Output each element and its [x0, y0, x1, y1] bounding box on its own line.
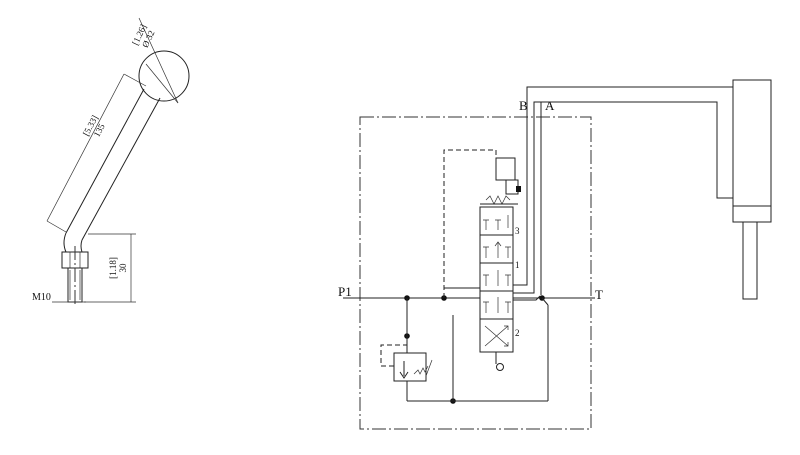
lever-handle-drawing: [1.26] Ø 32 [5.33] 135 [1.18] 30 M10 [32, 17, 190, 306]
port-a-label: A [545, 98, 555, 113]
dim-height-inch: [1.18] [108, 257, 118, 279]
port-b-label: B [519, 98, 528, 113]
valve-lever-knob [496, 363, 504, 371]
dim-height-mm: 30 [118, 263, 128, 273]
hydraulic-schematic: P1 T B A [338, 79, 772, 430]
lever-bend [63, 232, 67, 253]
relief-valve [393, 352, 427, 382]
pilot-line [443, 149, 497, 298]
port-t-label: T [595, 287, 603, 302]
line-b [513, 86, 733, 286]
spool-position-3: 3 [515, 226, 520, 236]
port-p1-label: P1 [338, 284, 352, 299]
valve-enclosure [359, 116, 592, 430]
lever-knob [138, 50, 190, 102]
directional-valve: 3 1 2 [479, 157, 521, 371]
line-a [513, 101, 733, 294]
lever-rod-edge-right [81, 97, 161, 241]
spool-position-1: 1 [515, 260, 520, 270]
hydraulic-cylinder [732, 79, 772, 300]
thread-label: M10 [32, 292, 51, 303]
lever-bend-inner [80, 239, 83, 253]
lever-rod-edge-left [65, 88, 145, 234]
spool-position-2: 2 [515, 328, 520, 338]
